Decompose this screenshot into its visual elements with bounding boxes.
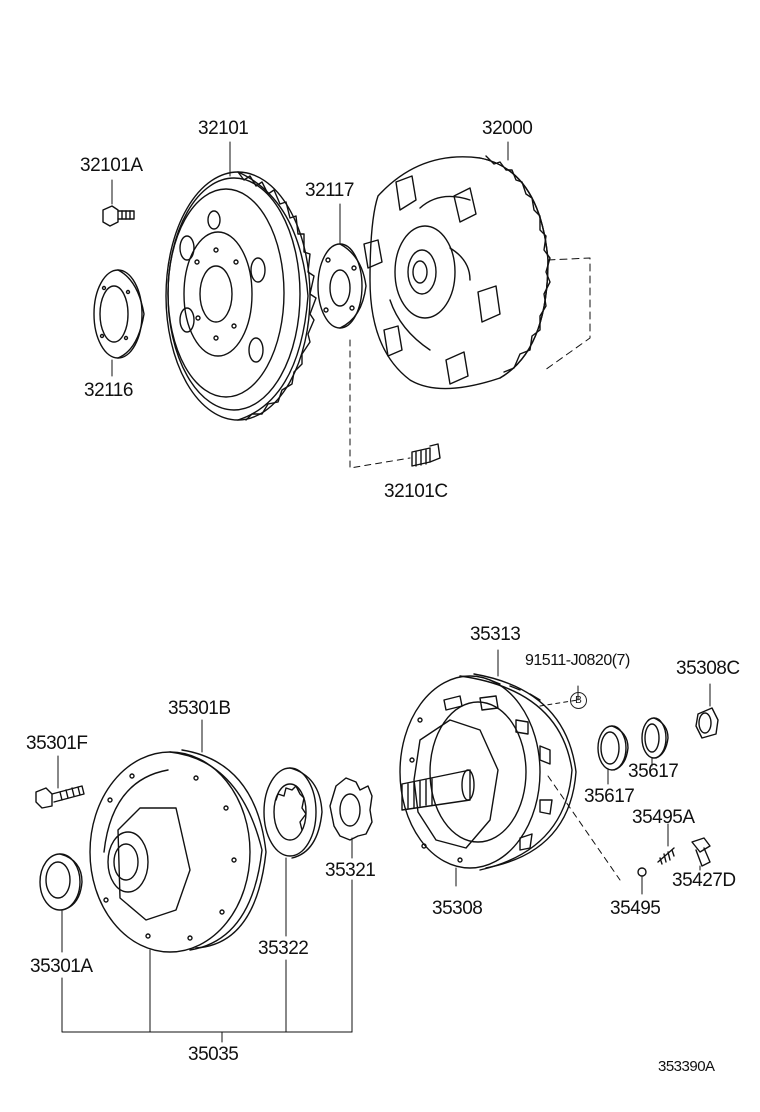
label-35308: 35308 bbox=[432, 898, 483, 919]
bolt-32101C bbox=[412, 444, 440, 466]
label-35308C: 35308C bbox=[676, 658, 740, 679]
label-35617-b: 35617 bbox=[628, 761, 679, 782]
label-35301B: 35301B bbox=[168, 698, 231, 719]
diagram-reference-number: 353390A bbox=[658, 1058, 715, 1075]
label-91511-J0820: 91511-J0820(7) bbox=[525, 652, 630, 669]
label-35313: 35313 bbox=[470, 624, 521, 645]
label-32101: 32101 bbox=[198, 118, 249, 139]
bolt-32101A bbox=[103, 206, 134, 226]
plug-35308C bbox=[696, 708, 718, 738]
label-35617-a: 35617 bbox=[584, 786, 635, 807]
gear-35322 bbox=[264, 768, 322, 858]
ring-35617-a bbox=[598, 726, 628, 770]
pump-cover-35308 bbox=[400, 674, 576, 870]
label-32101A: 32101A bbox=[80, 155, 143, 176]
seal-35301A bbox=[40, 854, 82, 910]
label-32117: 32117 bbox=[305, 180, 354, 201]
label-32116: 32116 bbox=[84, 380, 133, 401]
marker-b: B bbox=[570, 692, 587, 709]
valve-35427D bbox=[692, 838, 710, 866]
torque-converter-32000 bbox=[364, 156, 550, 389]
label-35321: 35321 bbox=[325, 860, 376, 881]
label-35035: 35035 bbox=[188, 1044, 239, 1065]
label-35301F: 35301F bbox=[26, 733, 88, 754]
label-35495: 35495 bbox=[610, 898, 661, 919]
label-32101C: 32101C bbox=[384, 481, 448, 502]
ring-35617-b bbox=[642, 718, 668, 758]
label-35495A: 35495A bbox=[632, 807, 695, 828]
label-35301A: 35301A bbox=[30, 956, 93, 977]
bolt-35301F bbox=[36, 786, 84, 808]
gear-35321 bbox=[330, 778, 372, 840]
spacer-32116 bbox=[94, 270, 144, 358]
label-32000: 32000 bbox=[482, 118, 533, 139]
label-35322: 35322 bbox=[258, 938, 309, 959]
drive-plate-32101 bbox=[166, 172, 316, 420]
pump-body-35301B bbox=[90, 750, 266, 952]
label-35427D: 35427D bbox=[672, 870, 736, 891]
spring-35495A bbox=[658, 848, 674, 864]
